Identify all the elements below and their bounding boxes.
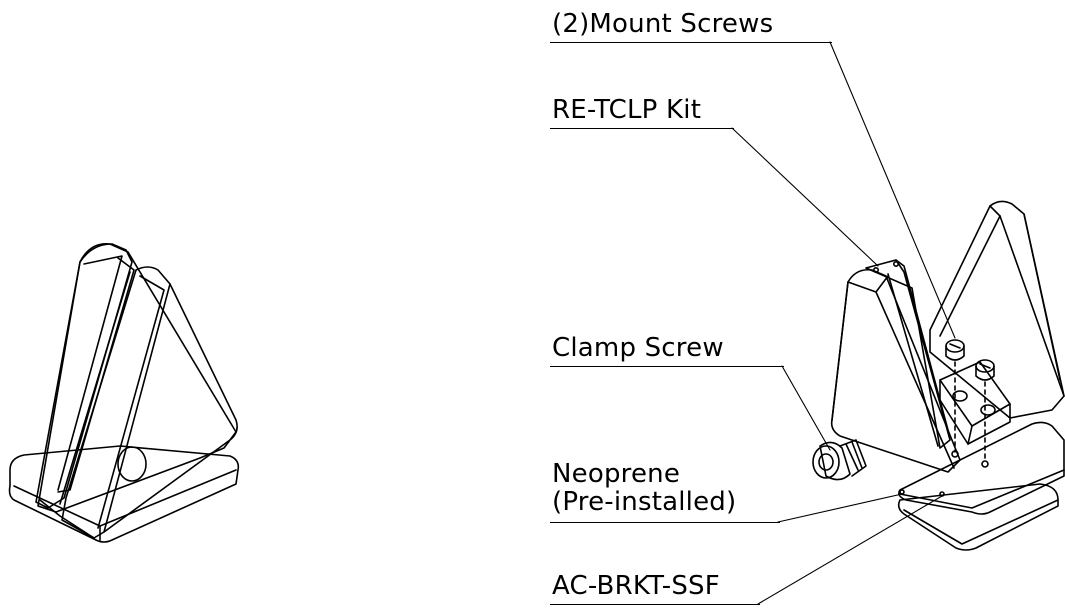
bracket-plate	[897, 483, 1059, 551]
label-kit: RE-TCLP Kit	[552, 95, 702, 125]
assembled-rear-jaw	[35, 243, 133, 509]
clamp-body	[830, 268, 961, 473]
clamp-screw	[117, 439, 867, 482]
label-neoprene: Neoprene (Pre-installed)	[552, 460, 736, 516]
underline-mount-screws	[550, 42, 832, 43]
label-clamp-screw: Clamp Screw	[552, 333, 724, 363]
label-mount-screws: (2)Mount Screws	[552, 9, 774, 39]
label-neoprene-line2: (Pre-installed)	[552, 487, 737, 517]
leader-mount-screws	[829, 41, 956, 339]
pivot-block	[939, 361, 1011, 445]
leader-kit	[731, 127, 879, 267]
assembled-front-plate	[103, 283, 238, 533]
assembled-base-plate	[8, 445, 240, 543]
leader-lines	[731, 41, 956, 605]
underline-clamp-screw	[550, 366, 784, 367]
underline-bracket	[550, 604, 760, 605]
assembled-front-jaw	[61, 266, 171, 539]
underline-neoprene	[550, 522, 780, 523]
label-neoprene-line1: Neoprene	[552, 459, 681, 489]
rear-jaw-plate	[929, 200, 1065, 419]
leader-neoprene	[777, 493, 903, 523]
mount-plate	[898, 421, 1065, 515]
leader-bracket	[757, 495, 943, 605]
exploded-assembly-view	[117, 200, 1065, 551]
assembled-clamp-view	[8, 243, 240, 543]
assembled-back-plate	[37, 243, 237, 513]
underline-kit	[550, 128, 734, 129]
leader-clamp-screw	[781, 365, 831, 451]
label-bracket: AC-BRKT-SSF	[552, 571, 720, 601]
mount-screw-2	[975, 359, 995, 463]
mount-screw-1	[945, 339, 965, 453]
